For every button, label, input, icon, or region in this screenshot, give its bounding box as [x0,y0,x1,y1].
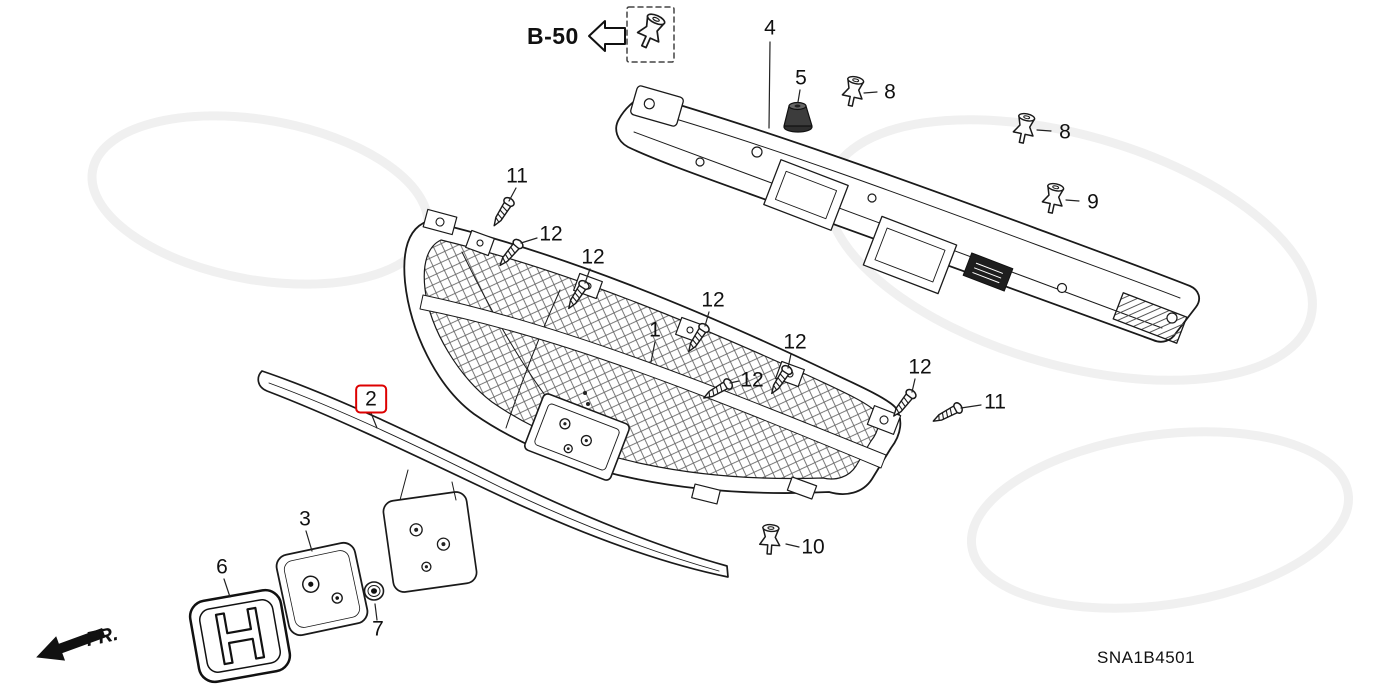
part-callout-12[interactable]: 12 [539,222,563,246]
cover-vent-1 [763,159,849,231]
part-callout-12[interactable]: 12 [783,330,807,354]
part-callout-11[interactable]: 11 [506,164,528,188]
part-callout-5[interactable]: 5 [795,66,807,90]
part-callout-9[interactable]: 9 [1087,190,1099,214]
part-callout-2[interactable]: 2 [355,384,387,414]
part-callout-4[interactable]: 4 [764,16,776,40]
h-logo-icon [214,606,266,666]
cover-right-tab [1112,292,1188,344]
upper-cover-part [615,85,1201,344]
b50-marker [588,6,675,63]
cover-vent-2 [862,215,958,295]
grommet-part [363,581,385,601]
ref-label-b50[interactable]: B-50 [527,23,579,49]
part-callout-6[interactable]: 6 [216,555,228,579]
b50-dashed-box [626,6,675,63]
cushion-part [783,101,813,133]
part-callout-11[interactable]: 11 [984,390,1006,414]
diagram-part-code: SNA1B4501 [1097,648,1196,667]
part-callout-12[interactable]: 12 [908,355,932,379]
part-callout-3[interactable]: 3 [299,507,311,531]
molding-part [257,370,729,593]
part-callout-10[interactable]: 10 [801,535,825,559]
part-callout-1[interactable]: 1 [649,318,661,342]
cover-left-bracket [630,85,684,127]
molding-bracket [382,491,478,593]
grille-center-mount [523,393,631,481]
cover-rubber-seal [962,252,1014,292]
part-callout-12[interactable]: 12 [740,368,764,392]
part-callout-8[interactable]: 8 [1059,120,1071,144]
plate-part [275,541,369,637]
fr-arrow-icon [36,627,106,661]
emblem-part [188,588,292,684]
part-callout-7[interactable]: 7 [372,617,384,641]
part-callout-8[interactable]: 8 [884,80,896,104]
b50-arrow-icon [588,20,626,52]
part-callout-12[interactable]: 12 [581,245,605,269]
leader-lines [223,41,1080,621]
part-callout-12[interactable]: 12 [701,288,725,312]
